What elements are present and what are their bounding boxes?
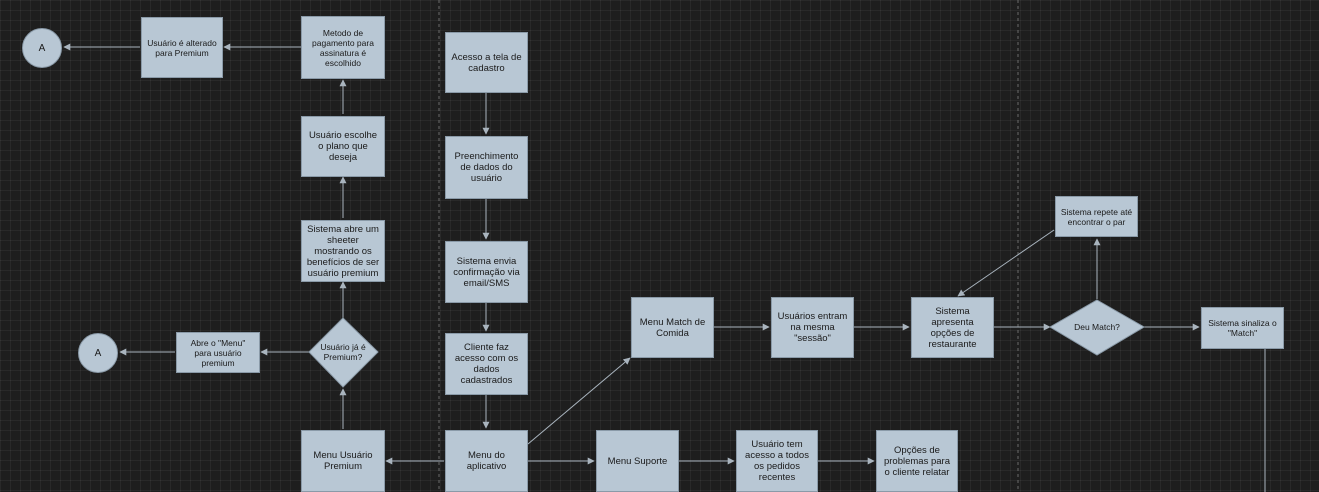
decision-usuario-premium-shape <box>308 317 379 388</box>
node-menu-suporte[interactable]: Menu Suporte <box>596 430 679 492</box>
decision-usuario-premium-label[interactable]: Usuário já é Premium? <box>320 342 366 362</box>
node-acesso-cadastro[interactable]: Acesso a tela de cadastro <box>445 32 528 93</box>
node-cliente-acesso[interactable]: Cliente faz acesso com os dados cadastra… <box>445 333 528 395</box>
node-envia-confirmacao[interactable]: Sistema envia confirmação via email/SMS <box>445 241 528 303</box>
connector-a-upper[interactable]: A <box>22 28 62 68</box>
edge-repete-opcoes <box>957 229 1055 297</box>
connector-a-lower[interactable]: A <box>78 333 118 373</box>
node-metodo-pagamento[interactable]: Metodo de pagamento para assinatura é es… <box>301 16 385 79</box>
node-menu-aplicativo[interactable]: Menu do aplicativo <box>445 430 528 492</box>
node-sistema-opcoes[interactable]: Sistema apresenta opções de restaurante <box>911 297 994 358</box>
edge-menu-match <box>527 357 631 445</box>
node-sinaliza-match[interactable]: Sistema sinaliza o "Match" <box>1201 307 1284 349</box>
node-opcoes-problemas[interactable]: Opções de problemas para o cliente relat… <box>876 430 958 492</box>
node-acesso-pedidos[interactable]: Usuário tem acesso a todos os pedidos re… <box>736 430 818 492</box>
node-sistema-abre-sheeter[interactable]: Sistema abre um sheeter mostrando os ben… <box>301 220 385 282</box>
node-menu-usuario-premium[interactable]: Menu Usuário Premium <box>301 430 385 492</box>
node-repete-par[interactable]: Sistema repete até encontrar o par <box>1055 196 1138 237</box>
node-menu-match[interactable]: Menu Match de Comida <box>631 297 714 358</box>
decision-deu-match-label[interactable]: Deu Match? <box>1074 322 1120 332</box>
node-usuario-alterado-premium[interactable]: Usuário é alterado para Premium <box>141 17 223 78</box>
node-usuario-escolhe-plano[interactable]: Usuário escolhe o plano que deseja <box>301 116 385 177</box>
node-usuarios-sessao[interactable]: Usuários entram na mesma "sessão" <box>771 297 854 358</box>
node-abre-menu-premium[interactable]: Abre o "Menu" para usuário premium <box>176 332 260 373</box>
decision-deu-match-shape <box>1049 299 1145 356</box>
node-preenchimento[interactable]: Preenchimento de dados do usuário <box>445 136 528 199</box>
